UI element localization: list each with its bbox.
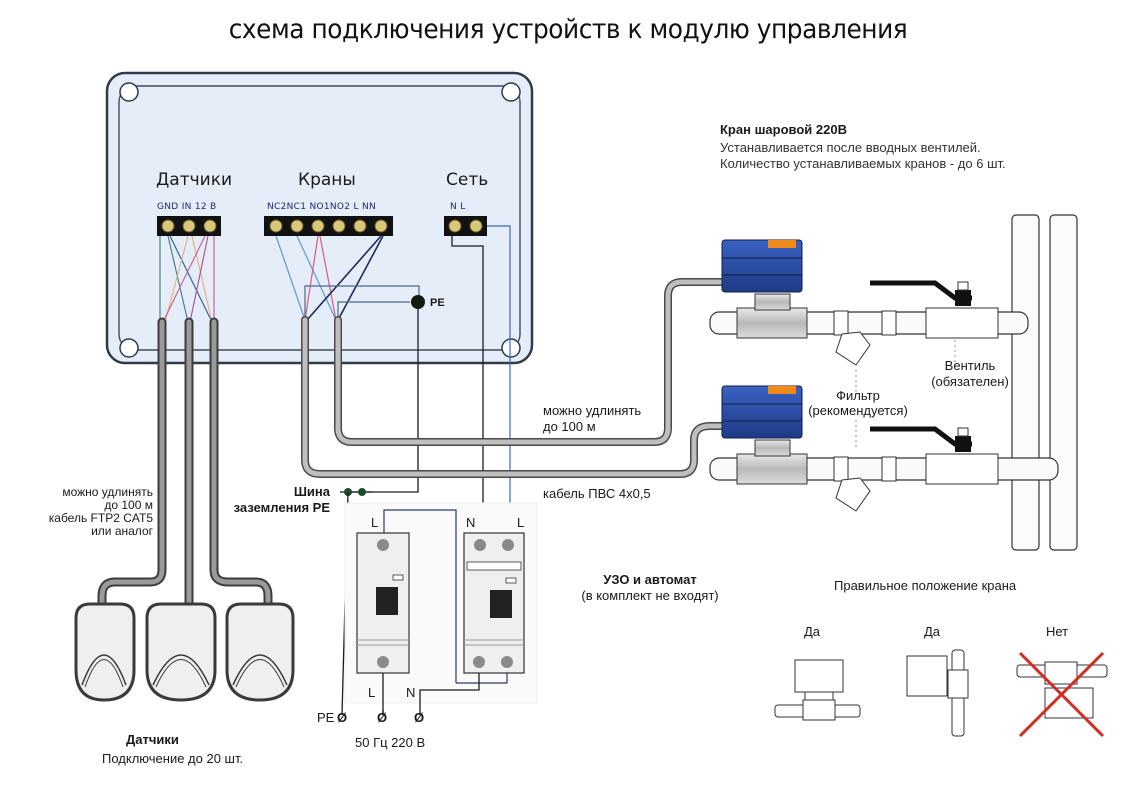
rcd-bottom-n: N bbox=[406, 685, 416, 700]
pe-label: PE bbox=[430, 297, 445, 309]
valve-info-title: Кран шаровой 220В bbox=[720, 122, 847, 137]
group-title-sensors: Датчики bbox=[156, 170, 233, 190]
filter-label: Фильтр bbox=[836, 388, 880, 403]
pe-terminal bbox=[411, 295, 425, 309]
mount-hole-icon bbox=[119, 82, 139, 102]
terminal-pe-icon: Ø bbox=[337, 710, 348, 725]
pe-bus-label-1: Шина bbox=[293, 484, 330, 499]
valve-info-line1: Устанавливается после вводных вентилей. bbox=[720, 140, 981, 155]
sensor-cables bbox=[97, 317, 273, 615]
terminal-block-network bbox=[444, 216, 487, 236]
sensor-wires bbox=[159, 235, 215, 323]
orientation-yes-horizontal bbox=[774, 659, 861, 721]
cable-pvs-label: кабель ПВС 4х0,5 bbox=[543, 486, 651, 501]
neutral-wire bbox=[451, 236, 484, 530]
orientation-label-3: Нет bbox=[1046, 624, 1069, 639]
pe-wire bbox=[350, 309, 419, 493]
valve-wires bbox=[275, 235, 420, 321]
ventil-note: (обязателен) bbox=[931, 374, 1009, 389]
pe-bus-label-2: заземления PE bbox=[233, 500, 330, 515]
terminal-block-valves bbox=[264, 216, 393, 236]
rcd-device bbox=[419, 532, 525, 715]
breaker-top-l: L bbox=[371, 515, 379, 530]
live-wire bbox=[487, 225, 511, 530]
sensor-cable-note-4: или аналог bbox=[91, 524, 153, 538]
extend-valve-note-2: до 100 м bbox=[543, 419, 596, 434]
orientation-no-upside-down bbox=[1016, 651, 1108, 738]
sensors-title: Датчики bbox=[126, 732, 179, 747]
water-sensor bbox=[145, 602, 217, 702]
filter-note: (рекомендуется) bbox=[808, 403, 908, 418]
supply-caption: 50 Гц 220 В bbox=[355, 735, 426, 750]
group-title-valves: Краны bbox=[298, 170, 356, 190]
orientation-label-2: Да bbox=[924, 624, 941, 639]
mount-hole-icon bbox=[501, 338, 521, 358]
diagram-title: схема подключения устройств к модулю упр… bbox=[228, 14, 908, 45]
sensor-cable-note-2: до 100 м bbox=[104, 498, 153, 512]
valve-assembly-lower bbox=[709, 385, 1059, 512]
supply-pe-label: PE bbox=[317, 710, 335, 725]
terminal-labels-valves: NC2NC1 NO1NO2 L NN bbox=[267, 202, 377, 212]
breakers-title: УЗО и автомат bbox=[603, 572, 697, 587]
water-sensor bbox=[74, 602, 136, 702]
rcd-top-l: L bbox=[517, 515, 525, 530]
rcd-top-n: N bbox=[466, 515, 476, 530]
valve-cables bbox=[301, 278, 728, 478]
circuit-breaker bbox=[356, 509, 457, 715]
water-sensor bbox=[225, 602, 295, 702]
group-title-network: Сеть bbox=[446, 170, 489, 190]
breakers-subtitle: (в комплект не входят) bbox=[581, 588, 719, 603]
orientation-yes-vertical bbox=[906, 649, 969, 737]
sensor-cable-note-1: можно удлинять bbox=[62, 485, 153, 499]
terminal-block-sensors bbox=[157, 216, 221, 236]
orientation-title: Правильное положение крана bbox=[834, 578, 1017, 593]
ventil-label: Вентиль bbox=[944, 358, 996, 373]
terminal-l-icon: Ø bbox=[377, 710, 388, 725]
terminal-labels-network: N L bbox=[450, 202, 466, 212]
valve-info-line2: Количество устанавливаемых кранов - до 6… bbox=[720, 156, 1006, 171]
sensors-subtitle: Подключение до 20 шт. bbox=[102, 751, 244, 766]
valve-assembly-upper bbox=[709, 239, 1029, 366]
terminal-labels-sensors: GND IN 12 В bbox=[157, 202, 217, 212]
orientation-label-1: Да bbox=[804, 624, 821, 639]
sensor-cable-note-3: кабель FTP2 CAT5 bbox=[48, 511, 153, 525]
breaker-bottom-l: L bbox=[368, 685, 376, 700]
terminal-n-icon: Ø bbox=[414, 710, 425, 725]
extend-valve-note-1: можно удлинять bbox=[543, 403, 642, 418]
mount-hole-icon bbox=[119, 338, 139, 358]
mount-hole-icon bbox=[501, 82, 521, 102]
